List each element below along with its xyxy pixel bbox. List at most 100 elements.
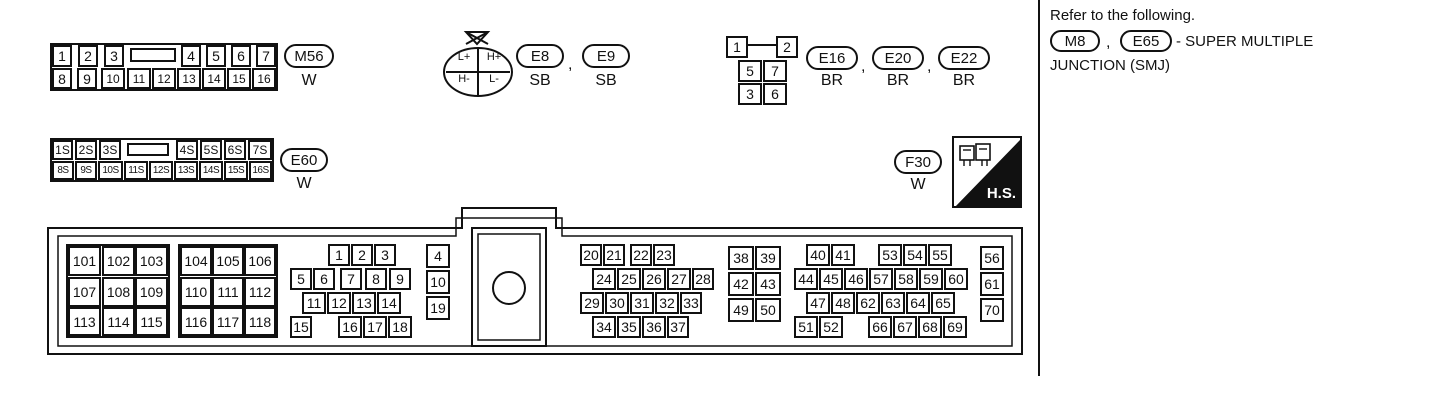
- pin: 13S: [174, 161, 198, 180]
- pin: 49: [728, 298, 754, 322]
- pin: 35: [617, 316, 641, 338]
- pin: 16: [252, 68, 276, 89]
- pin: 2S: [75, 140, 97, 160]
- pin: 34: [592, 316, 616, 338]
- pin: 9: [77, 68, 97, 89]
- pin: 14: [202, 68, 226, 89]
- pin: 11: [302, 292, 326, 314]
- pin: 111: [212, 277, 244, 307]
- pin: 5: [290, 268, 312, 290]
- pin: 3: [738, 83, 762, 105]
- pin: 116: [180, 307, 212, 336]
- pin: 6: [763, 83, 787, 105]
- pin: H-: [458, 73, 470, 85]
- pin: 103: [135, 246, 168, 276]
- wire-color-label: BR: [952, 72, 976, 89]
- connector-id-badge: E9: [582, 44, 630, 68]
- pin: 16S: [249, 161, 272, 180]
- pin: 24: [592, 268, 616, 290]
- pin: 18: [388, 316, 412, 338]
- pin: 6S: [224, 140, 246, 160]
- pin: 56: [980, 246, 1004, 270]
- pin: 113: [68, 307, 101, 336]
- pin: 107: [68, 277, 101, 307]
- separator: ,: [1106, 34, 1111, 51]
- pin: 37: [667, 316, 689, 338]
- pin: 30: [605, 292, 629, 314]
- separator: ,: [861, 58, 866, 75]
- pin: 118: [244, 307, 276, 336]
- pin: 12: [152, 68, 176, 89]
- pin: 102: [102, 246, 135, 276]
- pin: 7S: [248, 140, 272, 160]
- pin: 6: [231, 45, 251, 67]
- pin: 101: [68, 246, 101, 276]
- pin: 32: [655, 292, 679, 314]
- connector-id-badge: E16: [806, 46, 858, 70]
- connector-plug-icon: [959, 143, 991, 166]
- pin: 1: [726, 36, 748, 58]
- pin: 13: [352, 292, 376, 314]
- pin: 15S: [224, 161, 248, 180]
- wire-color-label: SB: [595, 72, 617, 89]
- wire-color-label: SB: [529, 72, 551, 89]
- pin: 47: [806, 292, 830, 314]
- divider: [1038, 0, 1040, 376]
- pin: 8: [365, 268, 387, 290]
- pin: L+: [457, 51, 471, 63]
- pin: 22: [630, 244, 652, 266]
- pin: 12S: [149, 161, 173, 180]
- connector-id-badge: M56: [284, 44, 334, 68]
- pin: 46: [844, 268, 868, 290]
- pin: 9S: [75, 161, 97, 180]
- pin: 36: [642, 316, 666, 338]
- pin: 70: [980, 298, 1004, 322]
- round-connector-icon: [443, 31, 513, 97]
- pin: 20: [580, 244, 602, 266]
- pin: 14: [377, 292, 401, 314]
- pin: 31: [630, 292, 654, 314]
- pin: 9: [389, 268, 411, 290]
- pin: 1: [52, 45, 72, 67]
- pin: 15: [290, 316, 312, 338]
- pin: 39: [755, 246, 781, 270]
- connector-id-badge: M8: [1050, 30, 1100, 52]
- pin: 62: [856, 292, 880, 314]
- pin: 7: [763, 60, 787, 82]
- pin: 15: [227, 68, 251, 89]
- pin: 63: [881, 292, 905, 314]
- pin: 66: [868, 316, 892, 338]
- pin: 114: [102, 307, 135, 336]
- connector-id-badge: E65: [1120, 30, 1172, 52]
- pin: 8: [52, 68, 72, 89]
- pin: 50: [755, 298, 781, 322]
- pin: 23: [653, 244, 675, 266]
- pin: 59: [919, 268, 943, 290]
- connector-id-badge: E8: [516, 44, 564, 68]
- pin: 28: [692, 268, 714, 290]
- pin: 69: [943, 316, 967, 338]
- harness-side-label: H.S.: [986, 185, 1016, 202]
- pin: 51: [794, 316, 818, 338]
- pin: 3: [104, 45, 124, 67]
- pin: 115: [135, 307, 168, 336]
- connector-id-badge: E60: [280, 148, 328, 172]
- pin: 10S: [98, 161, 123, 180]
- wire-color-label: W: [301, 72, 317, 89]
- pin: 53: [878, 244, 902, 266]
- pin: 106: [244, 246, 276, 276]
- wire-color-label: W: [296, 175, 312, 192]
- pin: 55: [928, 244, 952, 266]
- pin: L-: [489, 73, 499, 85]
- pin: 5: [738, 60, 762, 82]
- pin-block: [66, 244, 170, 338]
- pin: 4S: [176, 140, 198, 160]
- pin: 7: [340, 268, 362, 290]
- pin: 10: [101, 68, 125, 89]
- pin: 11: [127, 68, 151, 89]
- pin: 4: [181, 45, 201, 67]
- pin: 52: [819, 316, 843, 338]
- pin: 33: [680, 292, 702, 314]
- note-line: Refer to the following.: [1050, 7, 1196, 24]
- pin: 44: [794, 268, 818, 290]
